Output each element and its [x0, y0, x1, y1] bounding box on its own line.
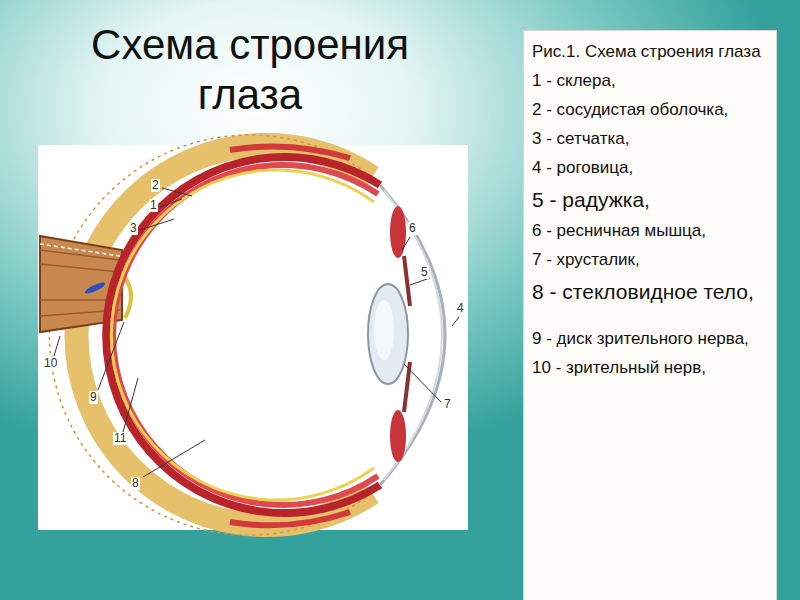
leader-line [410, 278, 430, 285]
legend-item: 7 - хрусталик, [532, 249, 766, 272]
legend-item: 6 - ресничная мышца, [532, 220, 766, 243]
leader-line [404, 364, 441, 402]
callout-number: 5 [420, 266, 429, 279]
callout-number: 10 [43, 357, 58, 370]
callout-number: 11 [113, 432, 127, 445]
legend-item: 5 - радужка, [532, 186, 766, 214]
callout-number: 6 [408, 222, 417, 235]
leader-line [98, 322, 124, 390]
retina [111, 170, 374, 500]
central-vessel [84, 281, 106, 296]
legend-item: 8 - стекловидное тело, [532, 278, 766, 306]
leader-line [54, 336, 60, 356]
fat-texture [49, 135, 372, 535]
leader-line [123, 378, 138, 432]
slide-title: Схема строения глаза [50, 20, 450, 120]
callout-number: 2 [151, 179, 160, 192]
callout-number: 9 [89, 391, 98, 404]
legend-panel: Рис.1. Схема строения глаза 1 - склера, 2 … [523, 30, 777, 600]
legend-item: 3 - сетчатка, [532, 128, 766, 151]
callout-number: 1 [149, 199, 158, 212]
callout-number: 3 [129, 222, 138, 235]
lens-highlight [374, 300, 394, 360]
leader-line [402, 237, 410, 250]
legend-item: 9 - диск зрительного нерва, [532, 328, 766, 351]
figure-ground [38, 145, 468, 530]
leader-lines [54, 188, 459, 477]
leader-line [452, 317, 459, 326]
ciliary-muscle [390, 206, 406, 258]
leader-line [140, 219, 174, 230]
legend-item: 10 - зрительный нерв, [532, 357, 766, 380]
legend-item: 2 - сосудистая оболочка, [532, 99, 766, 122]
callout-number: 8 [131, 477, 140, 490]
leader-line [160, 199, 182, 207]
ciliary-muscle [390, 410, 406, 462]
fat-tissue [76, 145, 372, 525]
figure-caption: Рис.1. Схема строения глаза [532, 41, 766, 64]
callout-number: 4 [456, 302, 465, 315]
leader-line [143, 440, 205, 477]
choroid [113, 165, 378, 505]
sclera [106, 157, 380, 513]
leader-line [162, 188, 192, 196]
lens [368, 284, 408, 384]
legend-item: 4 - роговица, [532, 157, 766, 180]
legend-item: 1 - склера, [532, 70, 766, 93]
nerve-sheath [40, 244, 120, 256]
callout-number: 7 [443, 398, 452, 411]
